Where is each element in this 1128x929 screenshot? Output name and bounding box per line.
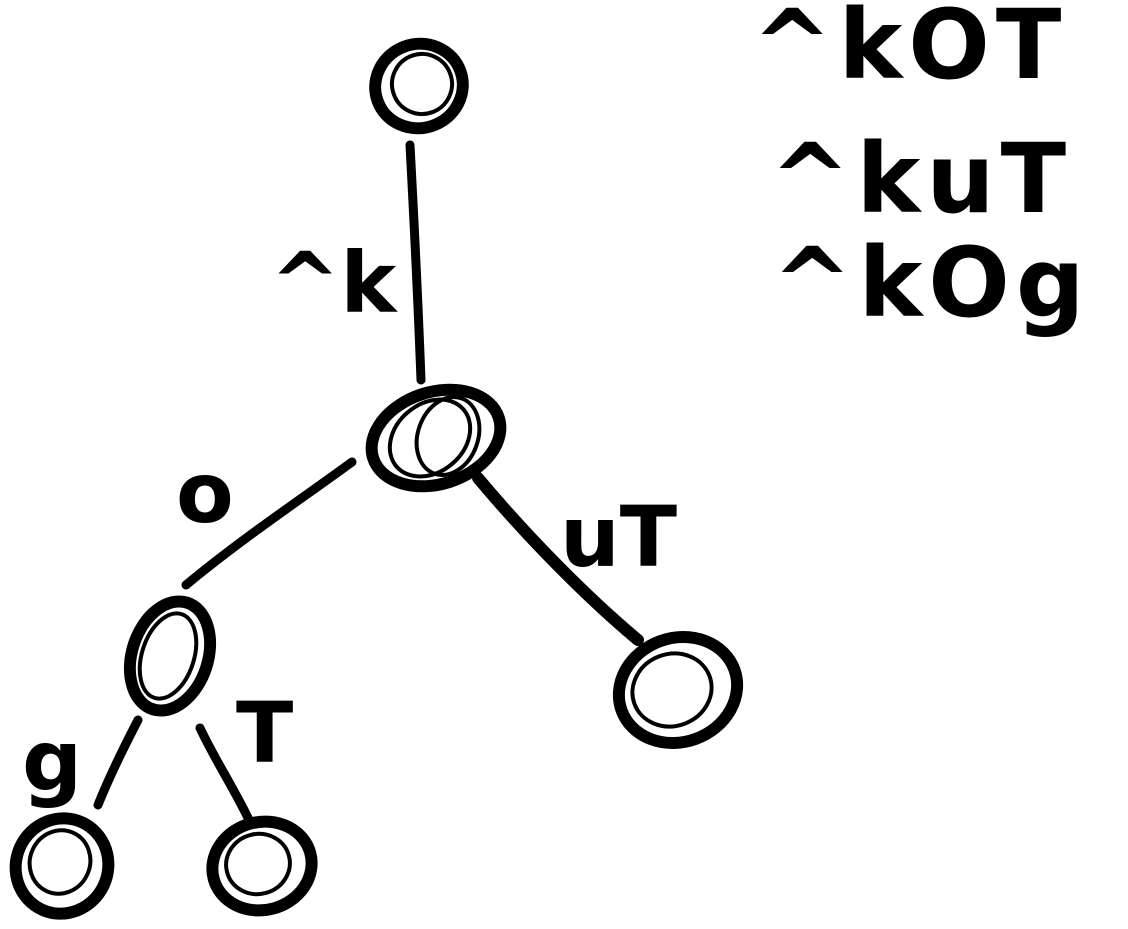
edge-k-to-o (181, 457, 357, 590)
word-list: ^kOT ^kuT ^kOg (752, 0, 1091, 339)
edge-label-o-to-g: g (22, 712, 82, 810)
word-list-item-1: ^kOT (752, 0, 1067, 101)
tree-edges (93, 140, 644, 827)
edge-label-k-to-o: o (176, 444, 234, 542)
edge-label-o-to-t: T (236, 684, 293, 782)
word-list-item-2: ^kuT (770, 123, 1072, 235)
edge-label-root-to-k: ^k (270, 234, 398, 332)
word-list-item-3: ^kOg (772, 227, 1091, 339)
edge-labels: ^k o uT g T (22, 234, 677, 810)
edge-o-to-t (195, 723, 255, 827)
edge-k-to-it (472, 472, 644, 646)
node-o (123, 595, 217, 717)
edge-label-k-to-it: uT (560, 488, 677, 586)
node-t (206, 815, 318, 917)
node-g (9, 812, 115, 920)
node-root (369, 37, 469, 135)
node-k (365, 383, 507, 493)
edge-o-to-g (93, 715, 143, 810)
edge-root-to-k (405, 140, 426, 385)
tree-nodes (9, 37, 744, 920)
node-it (612, 631, 744, 749)
